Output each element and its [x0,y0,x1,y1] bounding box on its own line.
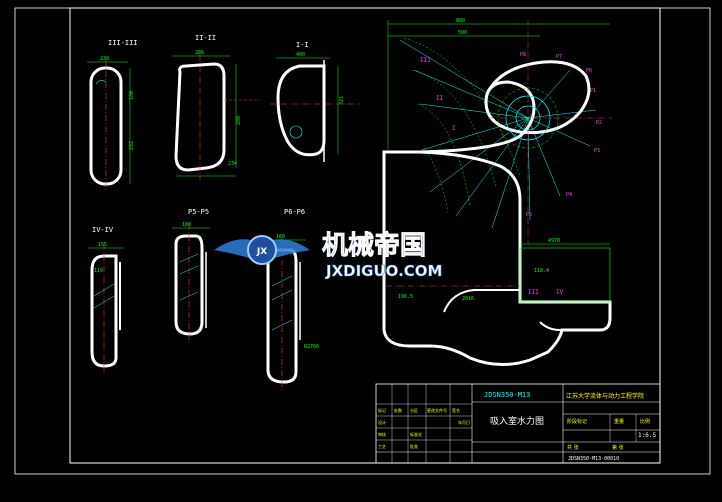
section-3-view: III-III 238 180 232 [87,39,138,192]
section-2-dim-h: 280 [236,116,242,125]
section-ref-1: I [452,125,456,132]
section-6-label: P6-P6 [284,208,305,216]
section-4-label: IV-IV [92,226,114,234]
institution-name: 江苏大学流体与动力工程学院 [566,392,644,400]
row-label-9: 标准化 [410,431,422,437]
section-2-dim-top: 286 [195,50,204,56]
drawing-code: JDSN350-M13-00010 [568,456,619,462]
section-ref-3b: III [528,289,539,296]
plan-lower-outlet [539,321,600,331]
title-block: JDSN350-M13 吸入室水力图 江苏大学流体与动力工程学院 阶段标记 重量… [375,383,661,464]
watermark-en: JXDIGUO.COM [325,262,442,280]
drawing-title: 吸入室水力图 [490,415,544,427]
section-1-dim-top: 400 [296,52,305,58]
point-label-p7: P7 [556,54,562,60]
section-3-dim-h2: 232 [129,141,135,150]
point-label-p1: P1 [590,88,596,94]
title-block-frame [375,383,661,464]
section-1-dim-h: 321 [339,96,345,105]
section-1-fillet [289,125,303,139]
section-6-dim-radius: R2700 [304,344,319,350]
stage-mark-label: 阶段标记 [567,418,587,425]
row-label-4: 签名 [452,407,460,413]
section-ref-2: II [436,95,444,102]
volute-plan-view: 880 590 [382,18,612,366]
section-3-label: III-III [108,39,138,47]
section-5-profile [174,234,204,336]
drawing-number: JDSN350-M13 [484,391,530,399]
row-label-3: 更改文件号 [427,407,447,413]
point-label-p5: P5 [526,212,532,218]
section-ref-4: IV [556,289,564,296]
plan-lower-box [519,247,611,303]
watermark-cn: 机械帝国 [322,230,426,261]
section-5-label: P5-P5 [188,208,209,216]
section-6-hatch [271,275,293,331]
row-label-2: 分区 [410,407,418,413]
section-4-profile [90,254,118,368]
title-block-grid [376,384,637,463]
section-ref-3: III [420,57,431,64]
section-1-label: I-I [296,41,309,49]
row-label-5: 年月日 [458,419,470,425]
section-4-dim-mid: 119 [94,268,103,274]
point-label-p8: P8 [520,52,526,58]
row-label-8: 工艺 [378,444,386,449]
weight-label: 重量 [614,418,624,425]
plan-dim-590: 590 [458,30,467,36]
point-label-p2: P2 [596,120,602,126]
plan-dim-2016: 2016 [462,296,474,302]
section-5-view: P5-P5 180 [172,208,210,344]
plan-lower-channel [443,289,520,313]
section-6-dim-top: 160 [276,234,285,240]
section-3-dim-h1: 180 [129,91,135,100]
section-5-hatch [179,253,199,301]
watermark-logo-text: JX [256,247,267,257]
row-label-10: 批准 [410,443,418,449]
scale-value: 1:6.5 [638,432,656,439]
hub-circle-outer [505,95,551,141]
section-2-view: II-II 286 280 234 [172,34,260,180]
sheet-number-label: 第 张 [612,444,624,451]
plan-dim-4978: 4978 [548,238,560,244]
row-label-7: 审核 [378,431,386,437]
watermark-gear-icon [247,235,277,265]
section-2-label: II-II [195,34,216,42]
section-2-profile [174,62,226,172]
inner-frame [69,7,661,464]
row-label-0: 标记 [378,407,386,413]
section-1-profile [276,64,326,157]
volute-spiral [419,60,591,154]
plan-radial-lines [399,39,597,229]
section-5-dim-top: 180 [182,222,191,228]
sheet-count-label: 共 张 [567,444,579,451]
section-1-view: I-I 400 321 [270,41,360,162]
section-3-dim-top: 238 [100,56,109,62]
plan-dim-total: 880 [456,18,465,24]
scale-label: 比例 [640,418,650,425]
section-4-hatch [93,283,115,309]
row-label-6: 设计 [378,419,386,425]
plan-dim-196: 196.5 [398,294,413,300]
point-label-p3: P3 [594,148,600,154]
section-4-dim-top: 155 [98,242,107,248]
watermark: JX 机械帝国 JXDIGUO.COM [214,230,443,280]
point-label-p4: P4 [566,192,572,198]
plan-dim-1184: 118.4 [534,268,549,274]
section-4-view: IV-IV 155 119 [88,226,124,376]
section-2-dim-bottom: 234 [228,161,237,167]
volute-outer-wall [382,150,612,366]
section-3-hatch [95,80,107,85]
point-label-p6: P6 [586,68,592,74]
row-label-1: 处数 [394,407,402,413]
section-6-view: P6-P6 160 R2700 [264,208,319,392]
